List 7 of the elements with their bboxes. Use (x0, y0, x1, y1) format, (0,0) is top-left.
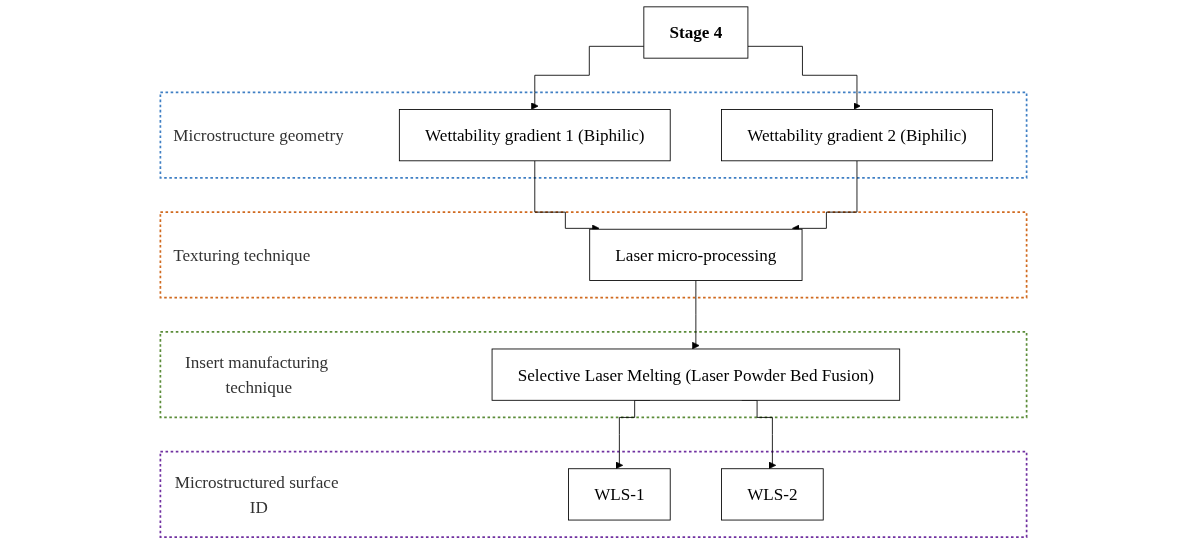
node-box: Wettability gradient 2 (Biphilic) (721, 109, 993, 162)
node-box: Stage 4 (643, 6, 749, 59)
node-box: WLS-1 (568, 468, 671, 521)
node-box: Selective Laser Melting (Laser Powder Bed Fusion) (491, 348, 901, 401)
node-box: Laser micro-processing (589, 228, 803, 281)
node-box: Wettability gradient 1 (Biphilic) (398, 109, 671, 162)
node-box: WLS-2 (721, 468, 824, 521)
